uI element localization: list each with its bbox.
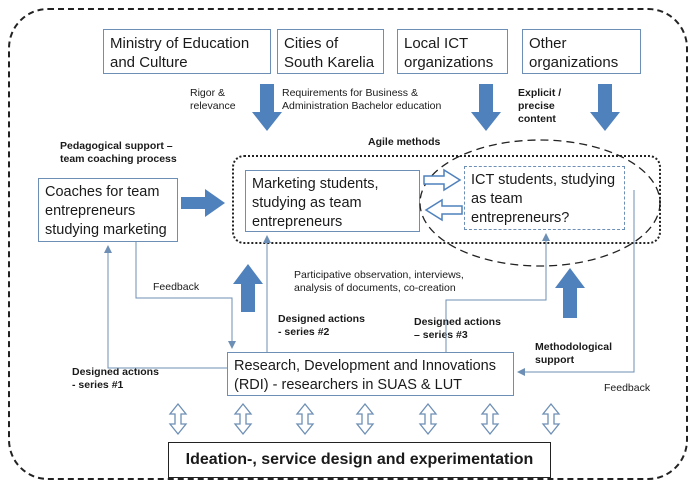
explicit-content-label: Explicit / precise content xyxy=(518,87,562,125)
double-arrow-4 xyxy=(355,402,375,436)
down-arrow-other xyxy=(590,84,620,131)
right-arrow-coaches xyxy=(181,189,225,217)
cities-box: Cities of South Karelia xyxy=(277,29,384,74)
ict-ellipse xyxy=(419,139,661,267)
methodological-support-label: Methodological support xyxy=(535,341,612,366)
double-arrow-3 xyxy=(295,402,315,436)
double-arrow-1 xyxy=(168,402,188,436)
hollow-arrow-left xyxy=(424,198,463,222)
agile-methods-label: Agile methods xyxy=(368,136,441,148)
feedback-right-label: Feedback xyxy=(604,382,651,394)
marketing-students-box: Marketing students, studying as team ent… xyxy=(245,170,420,232)
double-arrow-6 xyxy=(480,402,500,436)
down-arrow-ministry xyxy=(252,84,282,131)
series1-label: Designed actions - series #1 xyxy=(72,366,159,391)
coaches-box: Coaches for team entrepreneurs studying … xyxy=(38,178,178,242)
line-feedback-left xyxy=(135,242,236,349)
line-feedback-right xyxy=(517,190,635,376)
participative-label: Participative observation, interviews, a… xyxy=(294,269,464,294)
series2-label: Designed actions - series #2 xyxy=(278,313,365,338)
ministry-box: Ministry of Education and Culture xyxy=(103,29,271,74)
pedagogical-support-label: Pedagogical support – team coaching proc… xyxy=(60,140,177,165)
other-organizations-box: Other organizations xyxy=(522,29,641,74)
double-arrow-2 xyxy=(233,402,253,436)
double-arrow-7 xyxy=(541,402,561,436)
up-arrow-methodological xyxy=(555,268,585,318)
bottom-double-arrows xyxy=(168,402,561,436)
ict-students-box: ICT students, studying as team entrepren… xyxy=(464,166,625,230)
ideation-box: Ideation-, service design and experiment… xyxy=(168,442,551,478)
line-series3 xyxy=(445,233,550,352)
up-arrow-rdi-marketing xyxy=(233,264,263,312)
hollow-arrow-right xyxy=(423,168,462,192)
feedback-left-label: Feedback xyxy=(153,281,200,293)
double-arrow-5 xyxy=(418,402,438,436)
requirements-label: Requirements for Business & Administrati… xyxy=(282,87,442,112)
outer-boundary xyxy=(8,8,688,480)
rigor-label: Rigor & relevance xyxy=(190,87,236,112)
down-arrow-local-ict xyxy=(471,84,501,131)
line-series1 xyxy=(104,245,227,369)
local-ict-box: Local ICT organizations xyxy=(397,29,508,74)
rdi-box: Research, Development and Innovations (R… xyxy=(227,352,514,396)
